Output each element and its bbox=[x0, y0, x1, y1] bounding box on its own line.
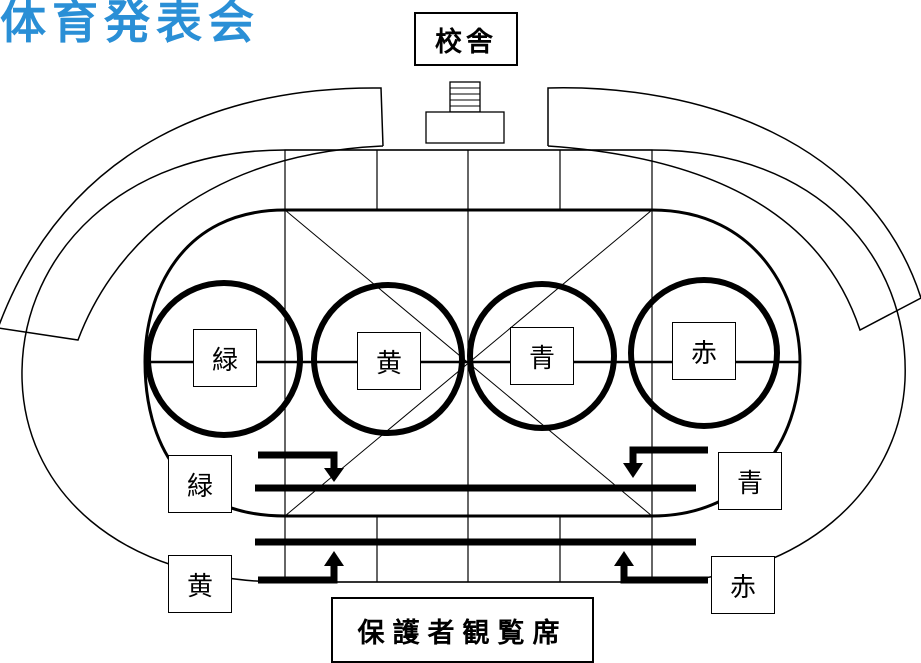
yellow-circle bbox=[311, 282, 465, 436]
green-circle bbox=[145, 280, 303, 438]
team-green-center: 緑 bbox=[193, 329, 257, 387]
arrow-yellow bbox=[258, 551, 344, 584]
team-red-entry: 赤 bbox=[711, 556, 775, 614]
arrow-blue bbox=[623, 446, 708, 478]
team-yellow-center: 黄 bbox=[357, 332, 421, 390]
event-title: 体育発表会 bbox=[0, 0, 260, 49]
team-red-center: 赤 bbox=[672, 322, 736, 380]
team-yellow-entry: 黄 bbox=[168, 555, 232, 613]
team-blue-center: 青 bbox=[510, 327, 574, 385]
team-green-entry: 緑 bbox=[168, 455, 232, 513]
arrow-green bbox=[258, 451, 344, 482]
left-stand bbox=[0, 87, 384, 341]
red-circle bbox=[628, 277, 780, 429]
team-blue-entry: 青 bbox=[718, 452, 782, 510]
building-icon bbox=[425, 81, 505, 144]
parent-seating-label: 保護者観覧席 bbox=[331, 597, 594, 663]
school-building-label: 校舎 bbox=[414, 12, 518, 66]
blue-circle bbox=[467, 281, 617, 431]
arrow-red bbox=[614, 551, 708, 584]
